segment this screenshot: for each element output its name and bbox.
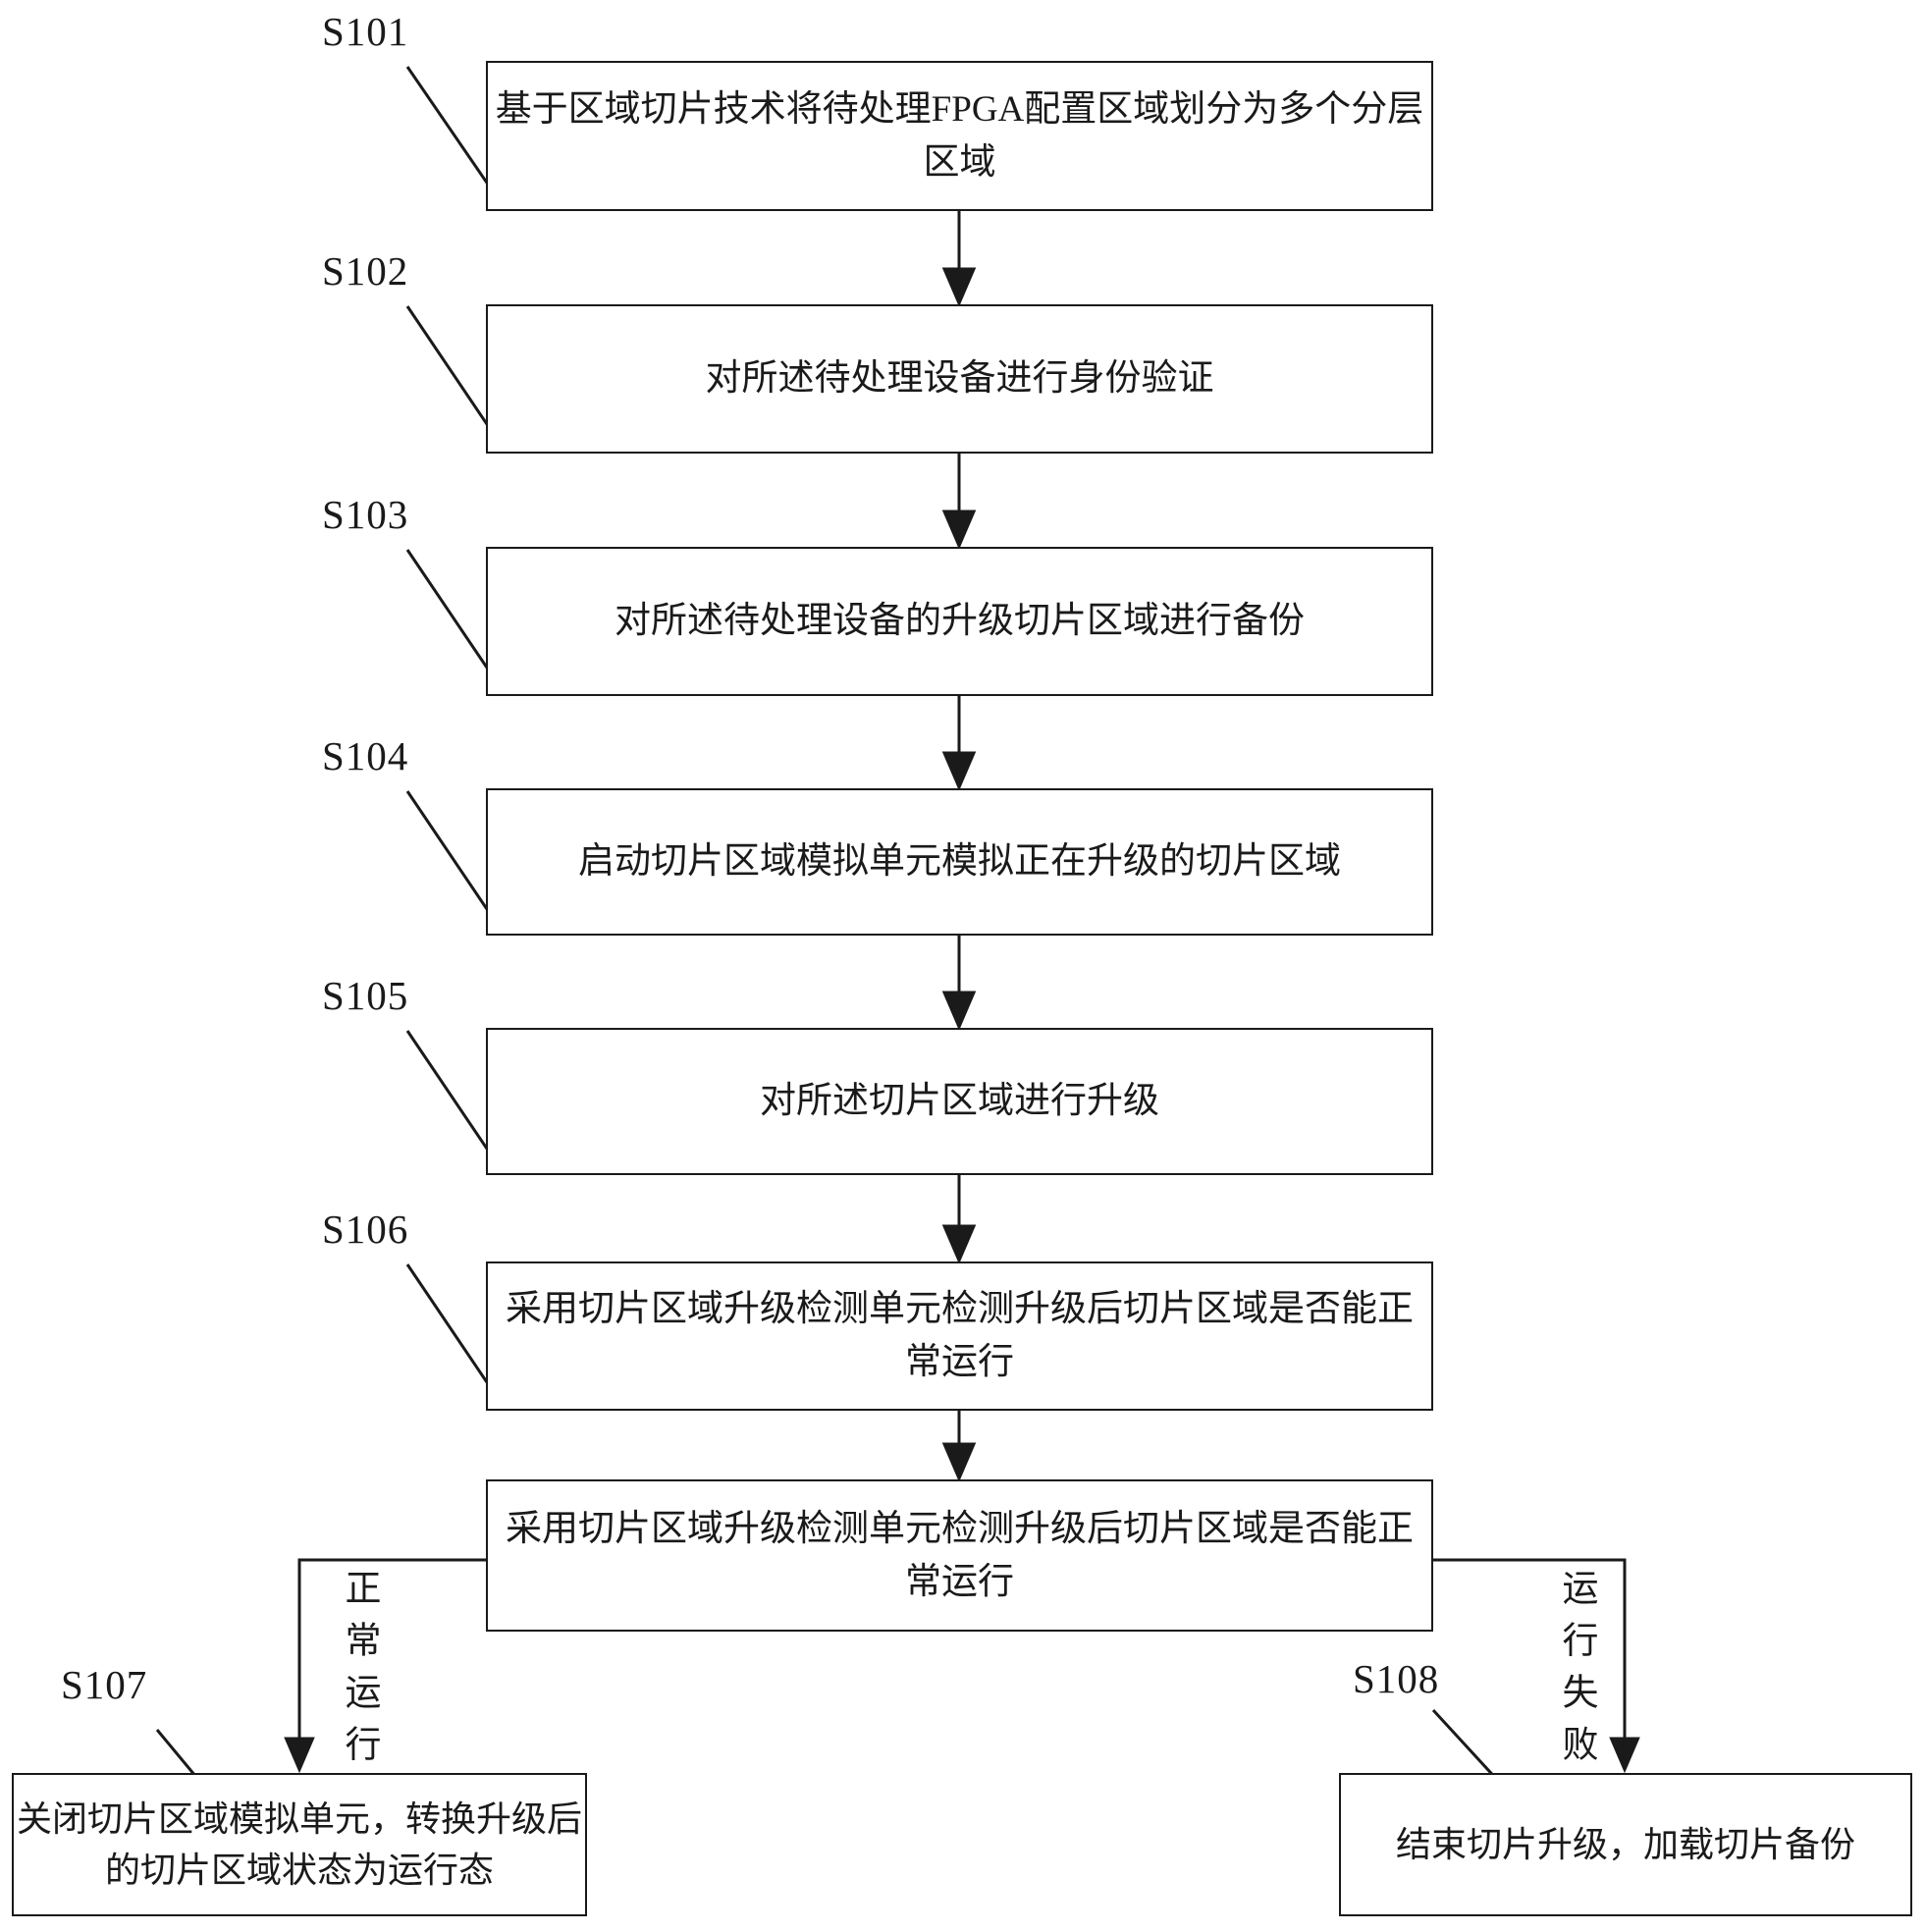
branch-label-run-failed: 运行失败 [1556,1569,1596,1777]
label-tick-s101 [405,66,493,189]
step-box-s101-text: 基于区域切片技术将待处理FPGA配置区域划分为多个分层区域 [495,88,1424,183]
step-box-s102: 对所述待处理设备进行身份验证 [486,304,1433,454]
label-tick-s102 [405,305,493,431]
step-label-s102: S102 [322,248,409,294]
branch-right-arrow-head [1609,1737,1640,1774]
outcome-box-s108: 结束切片升级，加载切片备份 [1339,1773,1912,1916]
step-label-s103: S103 [322,492,409,537]
step-box-s105-text: 对所述切片区域进行升级 [760,1081,1159,1122]
arrow-head-s101-s102 [941,267,977,307]
step-box-s103: 对所述待处理设备的升级切片区域进行备份 [486,547,1433,696]
step-box-check-text: 采用切片区域升级检测单元检测升级后切片区域是否能正常运行 [506,1508,1414,1602]
outcome-box-s108-text: 结束切片升级，加载切片备份 [1395,1824,1855,1864]
step-label-s104: S104 [322,733,409,778]
step-box-s101: 基于区域切片技术将待处理FPGA配置区域划分为多个分层区域 [486,61,1433,211]
step-box-s106-text: 采用切片区域升级检测单元检测升级后切片区域是否能正常运行 [506,1289,1414,1382]
arrow-head-s106-check [941,1442,977,1482]
step-label-s108: S108 [1353,1656,1440,1701]
step-label-s107: S107 [61,1662,148,1707]
arrow-head-s105-s106 [941,1224,977,1264]
step-box-s103-text: 对所述待处理设备的升级切片区域进行备份 [615,601,1305,642]
step-label-s101: S101 [322,9,409,54]
label-tick-s104 [405,790,493,916]
branch-left-line [297,1558,486,1740]
branch-right-line [1433,1558,1627,1740]
branch-label-normal-run: 正常运行 [339,1569,379,1777]
step-box-s104-text: 启动切片区域模拟单元模拟正在升级的切片区域 [578,841,1341,883]
step-box-s104: 启动切片区域模拟单元模拟正在升级的切片区域 [486,788,1433,936]
label-tick-s105 [405,1030,493,1155]
step-label-s105: S105 [322,973,409,1018]
arrow-head-s102-s103 [941,510,977,550]
label-tick-s106 [405,1263,493,1389]
step-box-s106: 采用切片区域升级检测单元检测升级后切片区域是否能正常运行 [486,1261,1433,1411]
arrow-head-s103-s104 [941,751,977,791]
branch-left-arrow-head [284,1737,315,1774]
label-tick-s103 [405,549,493,674]
outcome-box-s107-text: 关闭切片区域模拟单元，转换升级后的切片区域状态为运行态 [16,1798,582,1890]
step-box-check: 采用切片区域升级检测单元检测升级后切片区域是否能正常运行 [486,1479,1433,1632]
arrow-head-s104-s105 [941,991,977,1031]
outcome-box-s107: 关闭切片区域模拟单元，转换升级后的切片区域状态为运行态 [12,1773,587,1916]
step-label-s106: S106 [322,1207,409,1252]
step-box-s105: 对所述切片区域进行升级 [486,1028,1433,1175]
step-box-s102-text: 对所述待处理设备进行身份验证 [705,358,1214,400]
